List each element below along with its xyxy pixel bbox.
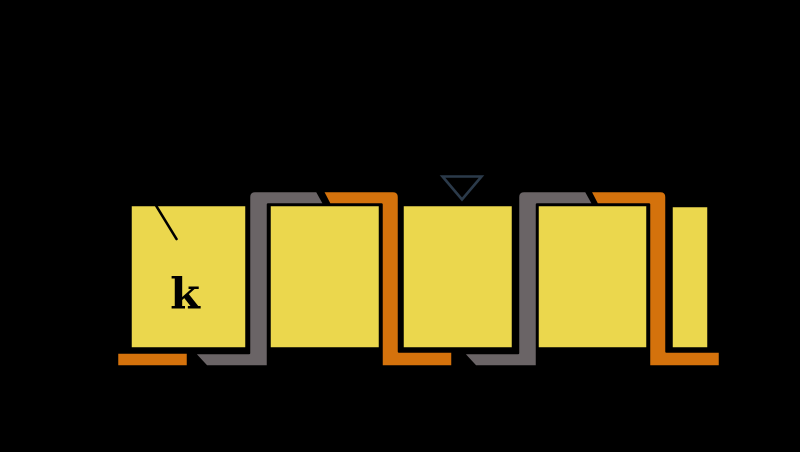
block-3 xyxy=(401,203,515,350)
connector-orange-stub-left xyxy=(115,351,190,368)
connector-orange-z-2 xyxy=(588,189,722,368)
connector-orange-z-1 xyxy=(321,189,454,368)
block-5 xyxy=(670,204,710,350)
block-1 xyxy=(129,203,248,350)
leader-line xyxy=(150,197,178,241)
connector-gray-z-1 xyxy=(192,189,326,368)
datum-triangle-icon xyxy=(439,175,485,202)
block-k-label: k xyxy=(170,270,201,320)
connector-gray-z-2 xyxy=(461,189,595,368)
block-2 xyxy=(268,203,382,350)
block-4 xyxy=(536,203,649,350)
